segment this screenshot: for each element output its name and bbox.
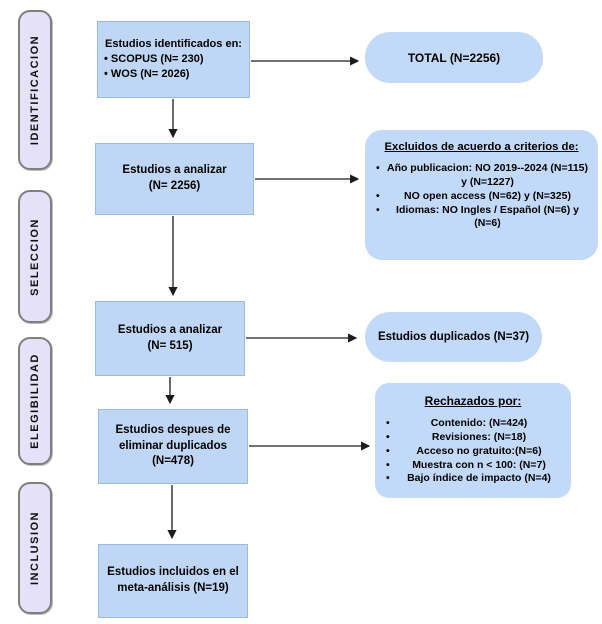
rejected-item: Contenido: (N=424) [375,417,571,431]
stage-inclusion: INCLUSION [18,482,52,614]
pill-label: TOTAL (N=2256) [407,50,501,65]
excluded-item: Año publicacion: NO 2019--2024 (N=115) y… [365,162,598,190]
source-list: SCOPUS (N= 230) WOS (N= 2026) [104,52,204,82]
box-count: (N= 515) [147,339,193,352]
pill-label: Estudios duplicados (N=37) [377,331,530,343]
rejected-item: Revisiones: (N=18) [375,431,571,445]
pill-duplicates: Estudios duplicados (N=37) [365,312,542,362]
box-count: (N=478) [152,455,194,468]
stage-label: INCLUSION [29,511,41,585]
rejected-item: Bajo índice de impacto (N=4) [375,472,571,486]
box-line: Estudios a analizar [122,164,227,177]
stage-identificacion: IDENTIFICACION [18,10,52,170]
box-excluded-criteria: Excluidos de acuerdo a criterios de: Año… [365,130,598,260]
rejected-item: Muestra con n < 100: (N=7) [375,459,571,473]
box-line: Estudios incluidos en el [107,566,239,579]
excluded-item: Idiomas: NO Ingles / Español (N=6) y (N=… [365,204,598,232]
rejected-title: Rechazados por: [424,394,522,408]
rejected-item: Acceso no gratuito:(N=6) [375,445,571,459]
box-studies-after-duplicates: Estudios despues de eliminar duplicados … [98,409,248,484]
source-item: SCOPUS (N= 230) [104,52,204,67]
box-title: Estudios identificados en: [105,38,242,51]
box-line: Estudios a analizar [117,323,223,336]
source-item: WOS (N= 2026) [104,67,204,82]
rejected-list: Contenido: (N=424) Revisiones: (N=18) Ac… [375,417,571,486]
stage-elegibilidad: ELEGIBILIDAD [18,337,52,465]
pill-total: TOTAL (N=2256) [365,32,543,83]
stage-label: IDENTIFICACION [29,34,42,146]
box-rejected: Rechazados por: Contenido: (N=424) Revis… [375,383,571,498]
stage-label: ELEGIBILIDAD [29,353,41,449]
box-count: (N= 2256) [148,180,201,192]
box-studies-identified: Estudios identificados en: SCOPUS (N= 23… [97,21,250,98]
box-line: Estudios despues de eliminar duplicados [115,424,231,452]
excluded-item: NO open access (N=62) y (N=325) [365,190,598,204]
box-studies-included: Estudios incluidos en el meta-análisis (… [98,544,248,618]
box-studies-to-analyze-2256: Estudios a analizar (N= 2256) [95,143,254,215]
box-line: meta-análisis (N=19) [117,582,229,594]
excluded-title: Excluidos de acuerdo a criterios de: [384,141,579,153]
stage-label: SELECCION [29,217,41,296]
stage-seleccion: SELECCION [18,190,52,323]
box-studies-to-analyze-515: Estudios a analizar (N= 515) [95,301,245,376]
excluded-list: Año publicacion: NO 2019--2024 (N=115) y… [365,162,598,231]
